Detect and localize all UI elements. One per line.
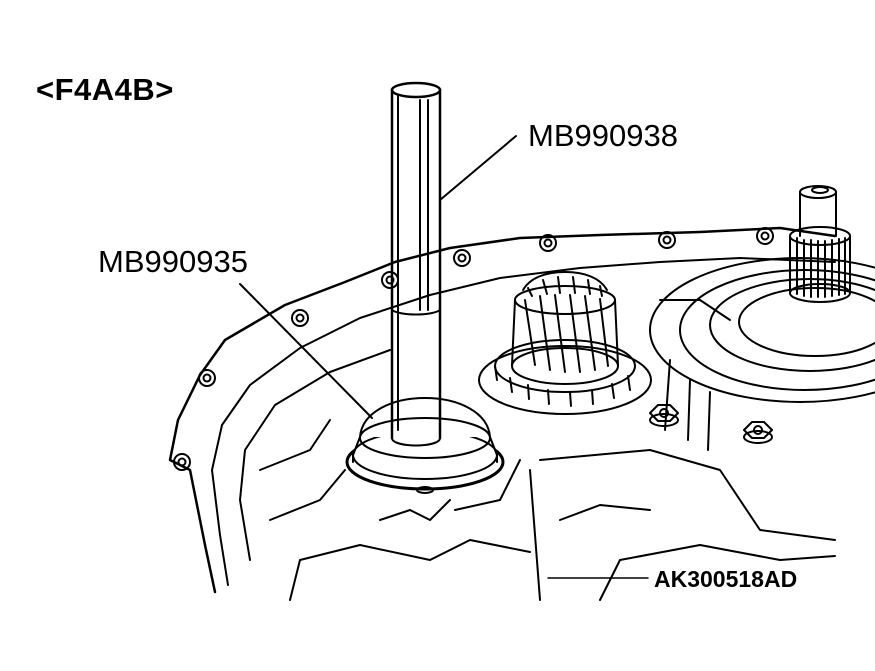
case-bolt-holes — [173, 227, 774, 471]
figure-id: AK300518AD — [654, 566, 798, 592]
variant-label: <F4A4B> — [36, 72, 174, 107]
handle-tool-mb990938 — [390, 81, 442, 447]
tool-label-shaft: MB990938 — [528, 118, 678, 153]
leader-mb990938 — [439, 135, 517, 201]
leader-lines — [239, 135, 649, 579]
helical-gear — [478, 271, 652, 415]
hex-bolt — [743, 421, 773, 444]
leader-mb990935 — [239, 283, 373, 419]
differential-assembly — [649, 257, 875, 451]
transaxle-case — [168, 226, 837, 601]
hex-bolt — [649, 404, 679, 427]
tool-label-installer: MB990935 — [98, 244, 248, 279]
splined-output-shaft — [789, 185, 851, 303]
